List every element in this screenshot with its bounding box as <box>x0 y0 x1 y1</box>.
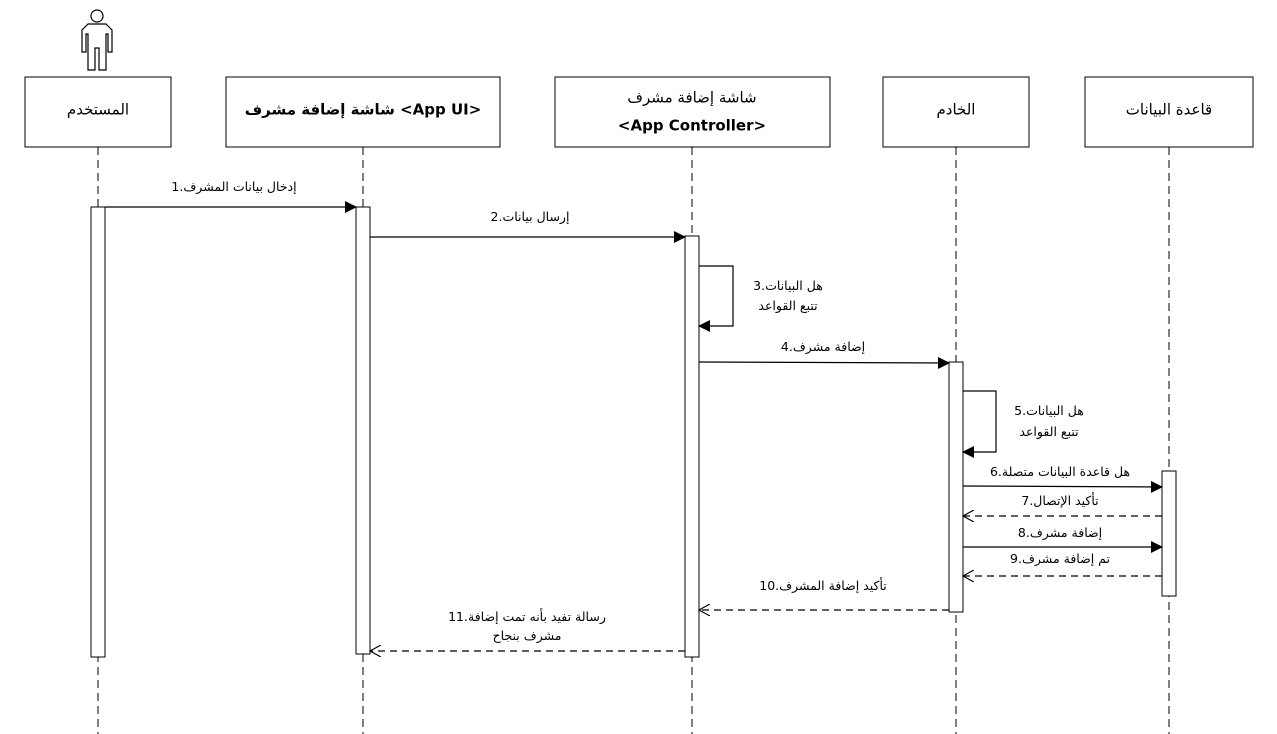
message-label-5-line2: تتبع القواعد <box>1019 424 1079 440</box>
message-arrow-4 <box>698 356 950 369</box>
message-arrow-3 <box>698 265 734 332</box>
participant-label-controller-line2: <App Controller> <box>618 117 766 135</box>
participant-box-server <box>882 76 1030 148</box>
message-label-3-line1: 3.هل البيانات <box>753 278 823 293</box>
message-label-2: 2.إرسال بيانات <box>491 209 570 225</box>
message-label-4: 4.إضافة مشرف <box>781 339 865 355</box>
activation-bar-server <box>948 361 964 613</box>
participant-box-controller <box>554 76 831 148</box>
message-label-11-line1: 11.رسالة تفيد بأنه تمت إضافة <box>448 608 606 625</box>
activation-bar-controller <box>684 235 700 658</box>
person-icon <box>81 9 113 71</box>
participant-box-user <box>24 76 172 148</box>
participant-label-server: الخادم <box>937 101 976 119</box>
participant-label-ui: شاشة إضافة مشرف <App UI> <box>245 101 482 119</box>
message-label-3-line2: تتبع القواعد <box>758 298 818 314</box>
participant-label-user: المستخدم <box>67 101 129 119</box>
message-label-7: 7.تأكيد الإتصال <box>1021 492 1099 508</box>
message-label-6: 6.هل قاعدة البيانات متصلة <box>990 464 1130 479</box>
participant-box-ui <box>225 76 501 148</box>
participant-label-database: قاعدة البيانات <box>1126 101 1212 119</box>
activation-bar-user <box>90 206 106 658</box>
message-arrow-6 <box>962 480 1163 493</box>
message-label-9: 9.تم إضافة مشرف <box>1010 551 1110 567</box>
message-label-1: 1.إدخال بيانات المشرف <box>171 179 296 195</box>
message-label-8: 8.إضافة مشرف <box>1018 525 1102 541</box>
message-label-5-line1: 5.هل البيانات <box>1014 403 1084 418</box>
message-label-11-line2: مشرف بنجاح <box>493 628 562 644</box>
message-label-10: 10.تأكيد إضافة المشرف <box>759 577 887 594</box>
participant-box-database <box>1084 76 1254 148</box>
message-arrow-5 <box>962 390 997 458</box>
activation-bar-ui <box>355 206 371 655</box>
activation-bar-database <box>1161 470 1177 597</box>
participant-label-controller-line1: شاشة إضافة مشرف <box>627 89 756 107</box>
